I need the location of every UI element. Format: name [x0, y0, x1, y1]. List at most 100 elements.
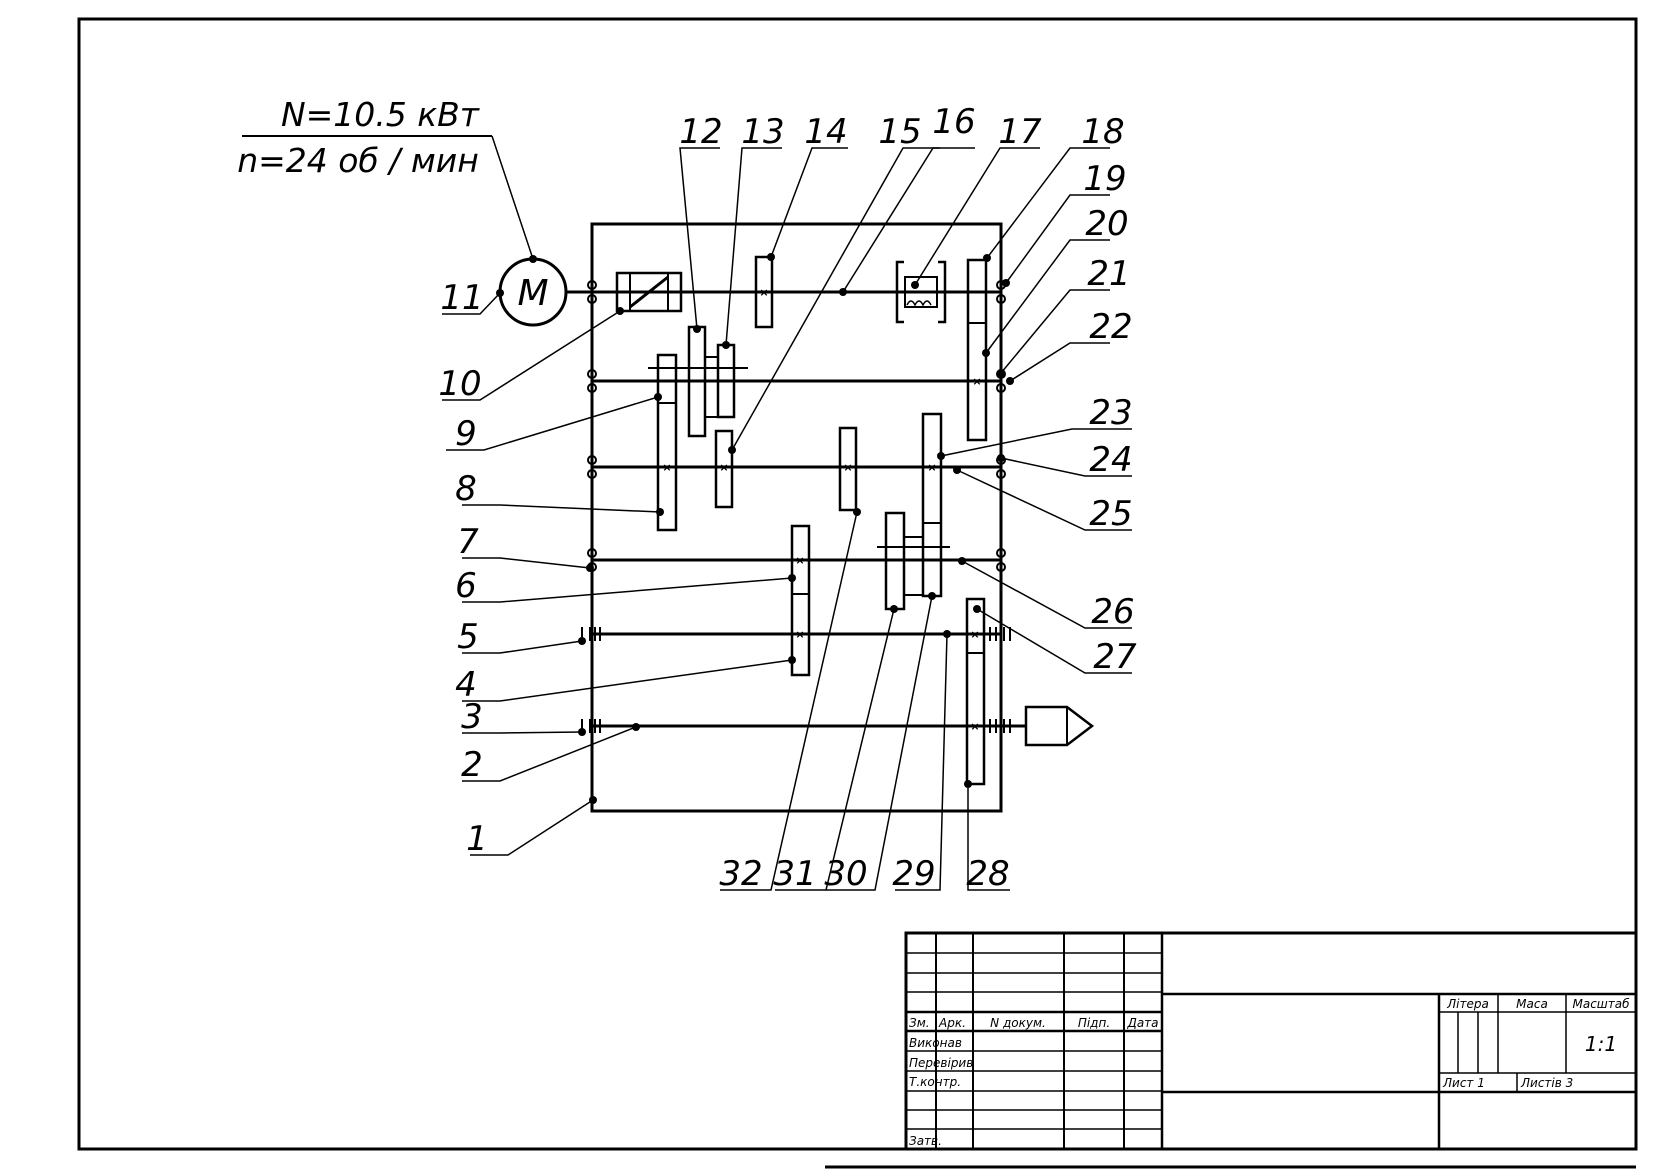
tb-sheet-label: Лист 1: [1442, 1076, 1485, 1090]
leader-10: [442, 310, 621, 401]
leader-lines: [442, 135, 1132, 891]
leader-7: [462, 557, 591, 569]
gear-14: [754, 255, 774, 329]
svg-text:×: ×: [972, 375, 981, 388]
callout-5: 5: [457, 617, 479, 657]
callout-30: 30: [824, 854, 867, 894]
gear-marks: × × × × × × × × × ×: [662, 286, 981, 733]
motor-symbol: M: [517, 273, 548, 314]
output-spindle: [1024, 705, 1095, 747]
tb-date-header: Дата: [1126, 1016, 1158, 1030]
gear-6: [790, 524, 811, 677]
callout-2: 2: [461, 745, 483, 785]
gear-23: [921, 412, 943, 598]
svg-text:×: ×: [970, 628, 979, 641]
callout-3: 3: [461, 697, 483, 737]
gear-30-hub: [903, 536, 924, 596]
callout-8: 8: [455, 469, 477, 509]
callout-25: 25: [1089, 494, 1132, 534]
callout-10: 10: [438, 364, 481, 404]
leader-26: [961, 560, 1132, 629]
leader-11: [442, 292, 501, 315]
leader-1: [470, 799, 594, 856]
leader-2: [462, 726, 637, 782]
leader-13: [725, 147, 782, 346]
callout-20: 20: [1085, 204, 1128, 244]
leader-23: [940, 428, 1132, 457]
leader-5: [462, 640, 583, 654]
leader-6: [462, 577, 793, 603]
svg-text:×: ×: [927, 461, 936, 474]
callout-26: 26: [1091, 592, 1134, 632]
svg-text:×: ×: [795, 628, 804, 641]
callout-12: 12: [679, 112, 722, 152]
gear-18: [966, 258, 988, 442]
leader-21: [1000, 289, 1110, 374]
leader-20: [985, 239, 1110, 354]
tb-signature-header: Підп.: [1078, 1016, 1110, 1030]
svg-text:×: ×: [843, 461, 852, 474]
leader-18: [986, 147, 1110, 259]
leader-4: [462, 659, 793, 702]
callout-15: 15: [878, 112, 921, 152]
bearing-left-2: [587, 369, 597, 393]
leader-motor-spec: [491, 135, 534, 260]
leader-12: [679, 147, 720, 330]
title-block: Зм. Арк. N докум. Підп. Дата Виконав Пер…: [904, 931, 1638, 1151]
gear-28: [965, 597, 986, 786]
leader-3: [462, 731, 583, 734]
callout-32: 32: [719, 854, 762, 894]
tb-role-approver: Затв.: [909, 1134, 942, 1148]
tb-scale-label: Масштаб: [1572, 997, 1630, 1011]
bearing-left-1: [587, 280, 597, 304]
gear-32: [838, 426, 858, 512]
callout-labels: 1 2 3 4 5 6 7 8 9 10 11 12 13 14 15 16 1…: [438, 102, 1137, 894]
leader-30: [826, 595, 933, 891]
sheet-frame: [77, 17, 1638, 1151]
leader-32: [720, 511, 858, 891]
bearing-right-4: [996, 548, 1006, 572]
leader-24: [1000, 457, 1132, 477]
callout-19: 19: [1083, 159, 1126, 199]
callout-16: 16: [932, 102, 975, 142]
callout-28: 28: [966, 854, 1009, 894]
gear-15: [714, 429, 734, 509]
tb-sheetno-header: Арк.: [938, 1016, 966, 1030]
tb-role-tcontrol: Т.контр.: [909, 1075, 961, 1089]
tb-mass-label: Маса: [1516, 997, 1548, 1011]
leader-8: [462, 504, 661, 513]
leader-27: [976, 608, 1132, 674]
leader-28: [967, 784, 1010, 891]
svg-text:×: ×: [662, 461, 671, 474]
bearing-right-6: [989, 719, 1011, 733]
motor-speed-label: n=24 об / мин: [237, 141, 479, 180]
motor-power-label: N=10.5 кВт: [281, 95, 481, 134]
gear-9: [656, 353, 678, 532]
callout-13: 13: [741, 112, 784, 152]
callout-18: 18: [1081, 112, 1124, 152]
callout-24: 24: [1089, 440, 1132, 480]
svg-text:×: ×: [970, 720, 979, 733]
callout-23: 23: [1089, 393, 1132, 433]
input-clutch: [615, 271, 683, 313]
tb-change-header: Зм.: [909, 1016, 930, 1030]
callout-14: 14: [804, 112, 847, 152]
callout-21: 21: [1087, 254, 1130, 294]
tb-sheets-label: Листів 3: [1520, 1076, 1573, 1090]
leader-25: [956, 469, 1132, 531]
bearing-left-3: [587, 455, 597, 479]
svg-text:×: ×: [719, 461, 728, 474]
leader-31: [775, 608, 895, 891]
motor: M: [498, 257, 592, 327]
leader-22: [1009, 342, 1110, 382]
leader-19: [1005, 194, 1110, 284]
callout-27: 27: [1093, 637, 1137, 677]
callout-7: 7: [457, 522, 479, 562]
leader-16: [842, 147, 975, 293]
callout-6: 6: [455, 566, 477, 606]
callout-4: 4: [455, 665, 477, 705]
gearbox-housing: [590, 222, 1003, 813]
callout-9: 9: [455, 414, 477, 454]
leader-dots: [496, 253, 1014, 804]
